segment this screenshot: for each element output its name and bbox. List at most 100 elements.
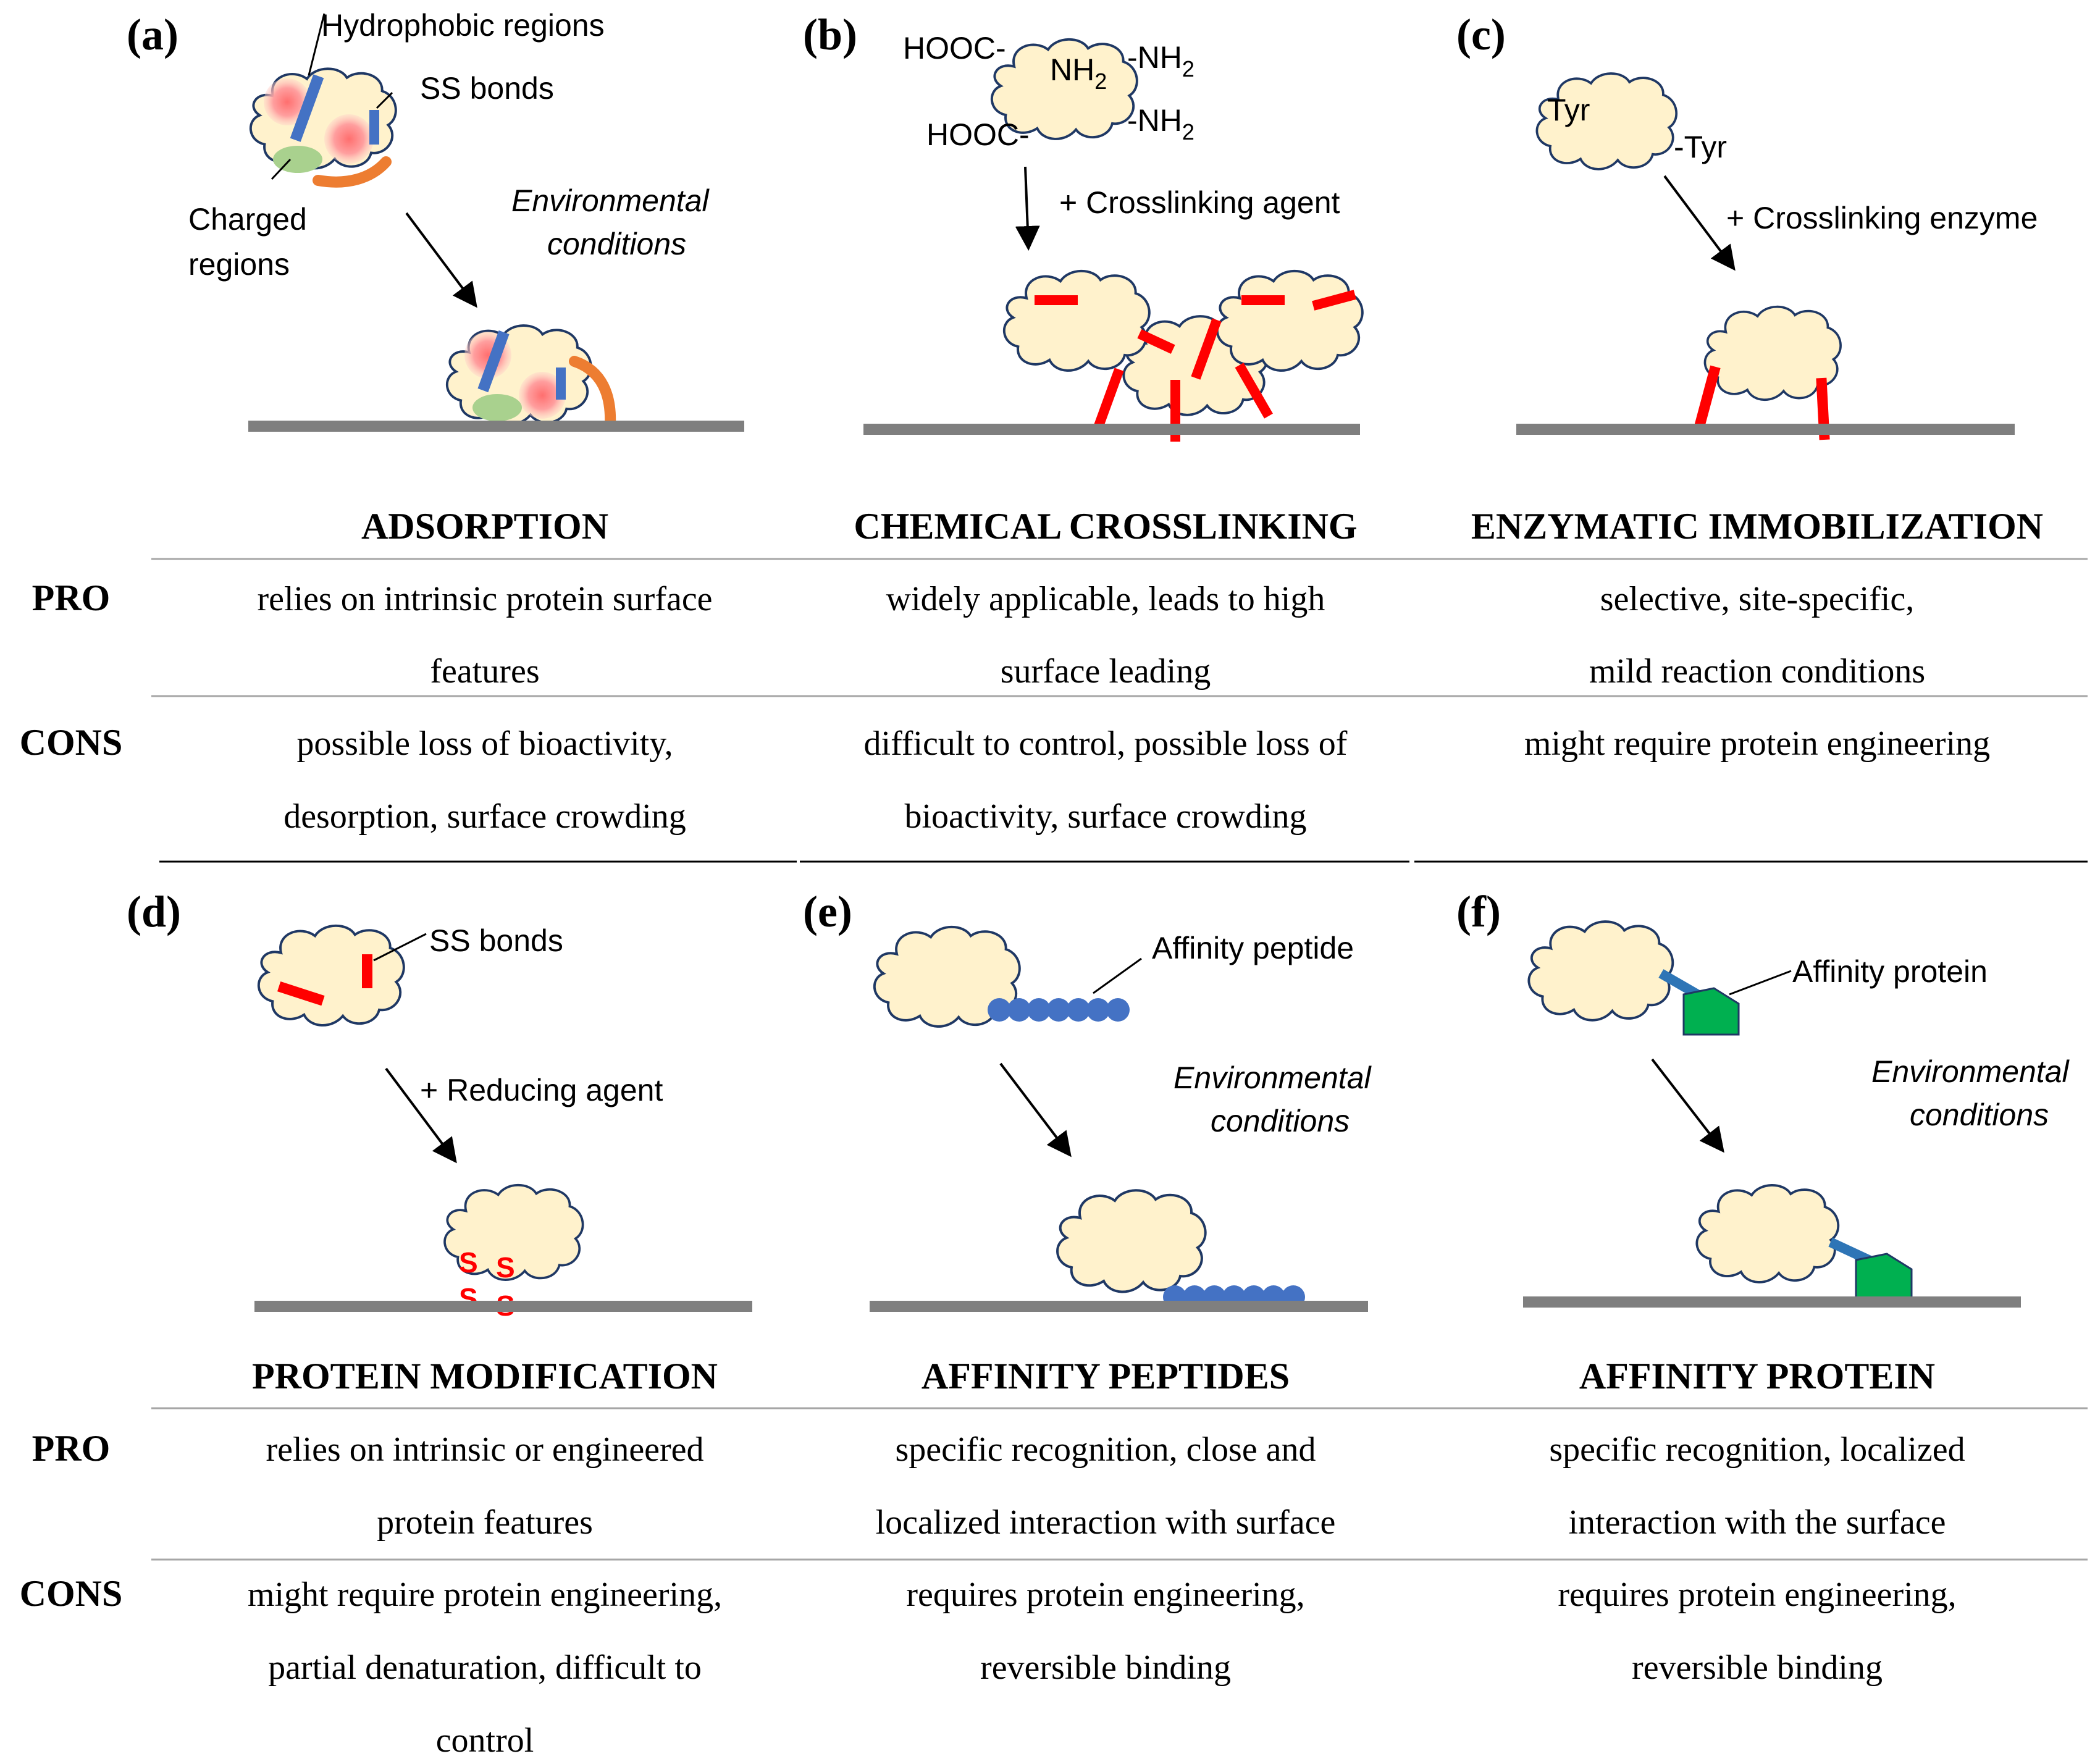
leader-line — [376, 91, 393, 109]
title-affinity-peptides: AFFINITY PEPTIDES — [922, 1356, 1290, 1396]
cons-text: might require protein engineering — [1524, 724, 1990, 763]
panel-letter-c: (c) — [1456, 10, 1506, 59]
panel-letter-f: (f) — [1456, 887, 1501, 936]
label-ss-bonds: SS bonds — [420, 71, 554, 106]
panel-letter-b: (b) — [803, 10, 857, 59]
pro-text: protein features — [377, 1503, 593, 1542]
cons-text: bioactivity, surface crowding — [904, 797, 1306, 836]
leader-line — [373, 933, 427, 962]
leader-line — [1729, 970, 1792, 996]
arrow — [1663, 175, 1736, 271]
crosslink-bond — [1694, 365, 1721, 428]
label-hydrophobic: Hydrophobic regions — [321, 8, 605, 43]
title-enzymatic-immobilization: ENZYMATIC IMMOBILIZATION — [1471, 506, 2043, 547]
crosslink-bond — [1092, 368, 1124, 432]
leader-line — [308, 13, 325, 76]
protein-cloud — [1697, 1185, 1838, 1282]
panel-e: (e) Affinity peptide Environmental condi… — [803, 887, 1372, 1312]
crosslink-bond — [1137, 329, 1175, 354]
top-table: ADSORPTION CHEMICAL CROSSLINKING ENZYMAT… — [20, 506, 2088, 863]
label-conditions: conditions — [1211, 1104, 1350, 1138]
arrow — [1651, 1058, 1724, 1153]
label-crosslinking-agent: + Crosslinking agent — [1059, 185, 1340, 220]
row-label-pro: PRO — [32, 578, 111, 618]
title-affinity-protein: AFFINITY PROTEIN — [1579, 1356, 1935, 1396]
crosslink-bond — [1191, 318, 1222, 380]
label-ss-bonds: SS bonds — [429, 923, 563, 958]
title-adsorption: ADSORPTION — [361, 506, 608, 547]
label-environmental: Environmental — [511, 183, 710, 218]
panel-a: (a) Hydrophobic regions SS bonds Charged… — [127, 8, 744, 432]
hydrophobic-region — [324, 114, 374, 164]
charged-region — [472, 394, 522, 421]
label-hooc: HOOC- — [926, 117, 1030, 152]
cons-text: partial denaturation, difficult to — [268, 1648, 702, 1687]
label-affinity-protein: Affinity protein — [1792, 954, 1988, 989]
ss-bond — [477, 330, 510, 393]
protein-cloud — [1002, 269, 1151, 372]
protein-cloud — [1527, 920, 1674, 1022]
label-affinity-peptide: Affinity peptide — [1152, 931, 1354, 965]
crosslink-bond — [1312, 290, 1356, 311]
panel-b: (b) HOOC- NH2 -NH2 -NH2 HOOC- + Crosslin… — [803, 10, 1364, 442]
cons-text: might require protein engineering, — [248, 1576, 722, 1614]
cons-text: reversible binding — [980, 1648, 1231, 1687]
ss-bond — [556, 368, 566, 400]
cons-text: difficult to control, possible loss of — [864, 724, 1348, 763]
label-hooc: HOOC- — [903, 31, 1006, 65]
leader-line — [271, 158, 292, 180]
pro-text: relies on intrinsic protein surface — [257, 580, 712, 618]
pro-text: surface leading — [1001, 652, 1211, 691]
title-protein-modification: PROTEIN MODIFICATION — [252, 1356, 718, 1396]
cons-text: reversible binding — [1632, 1648, 1883, 1687]
panel-letter-e: (e) — [803, 887, 852, 936]
affinity-protein-shape — [1682, 987, 1740, 1036]
label-crosslinking-enzyme: + Crosslinking enzyme — [1726, 201, 2038, 235]
cons-text: control — [436, 1721, 534, 1760]
pro-text: features — [430, 652, 539, 691]
pro-text: specific recognition, localized — [1549, 1430, 1965, 1469]
bottom-table: PROTEIN MODIFICATION AFFINITY PEPTIDES A… — [20, 1356, 2088, 1760]
pro-text: relies on intrinsic or engineered — [266, 1430, 703, 1469]
pro-text: mild reaction conditions — [1589, 652, 1925, 691]
ss-bond — [277, 981, 325, 1006]
pro-text: widely applicable, leads to high — [886, 580, 1325, 618]
charged-tail — [313, 156, 392, 188]
affinity-peptide-chain — [988, 998, 1130, 1022]
label-regions: regions — [188, 247, 290, 282]
ss-bond — [362, 954, 372, 988]
s-atom: S — [496, 1251, 515, 1283]
label-conditions: conditions — [1910, 1098, 2049, 1132]
cons-text: possible loss of bioactivity, — [296, 724, 673, 763]
arrow — [999, 1062, 1072, 1157]
panel-d: (d) SS bonds + Reducing agent S S S S — [127, 887, 752, 1322]
label-reducing-agent: + Reducing agent — [420, 1073, 663, 1107]
cons-text: desorption, surface crowding — [283, 797, 686, 836]
panel-c: (c) Tyr -Tyr + Crosslinking enzyme — [1456, 10, 2038, 440]
arrow — [405, 212, 477, 308]
protein-cloud — [257, 924, 405, 1027]
cons-text: requires protein engineering, — [1558, 1576, 1956, 1614]
hydrophobic-region — [264, 78, 311, 125]
charged-tail — [569, 356, 616, 430]
arrow — [385, 1067, 457, 1164]
label-environmental: Environmental — [1173, 1060, 1372, 1095]
hydrophobic-region — [519, 372, 566, 419]
charged-region — [273, 146, 322, 173]
row-label-pro: PRO — [32, 1428, 111, 1469]
label-charged: Charged — [188, 202, 307, 237]
arrow — [1015, 166, 1040, 251]
crosslink-bond — [1235, 363, 1273, 419]
title-chemical-crosslinking: CHEMICAL CROSSLINKING — [854, 506, 1357, 547]
label-tyr: -Tyr — [1674, 130, 1727, 164]
pro-text: interaction with the surface — [1568, 1503, 1946, 1542]
row-label-cons: CONS — [20, 1573, 123, 1614]
label-conditions: conditions — [547, 227, 686, 261]
crosslink-bond — [1241, 295, 1285, 305]
label-nh2: NH2 — [1050, 52, 1107, 94]
crosslink-bond — [1035, 295, 1078, 305]
pro-text: localized interaction with surface — [876, 1503, 1336, 1542]
panel-f: (f) Affinity protein Environmental condi… — [1456, 887, 2070, 1308]
label-environmental: Environmental — [1871, 1054, 2070, 1089]
